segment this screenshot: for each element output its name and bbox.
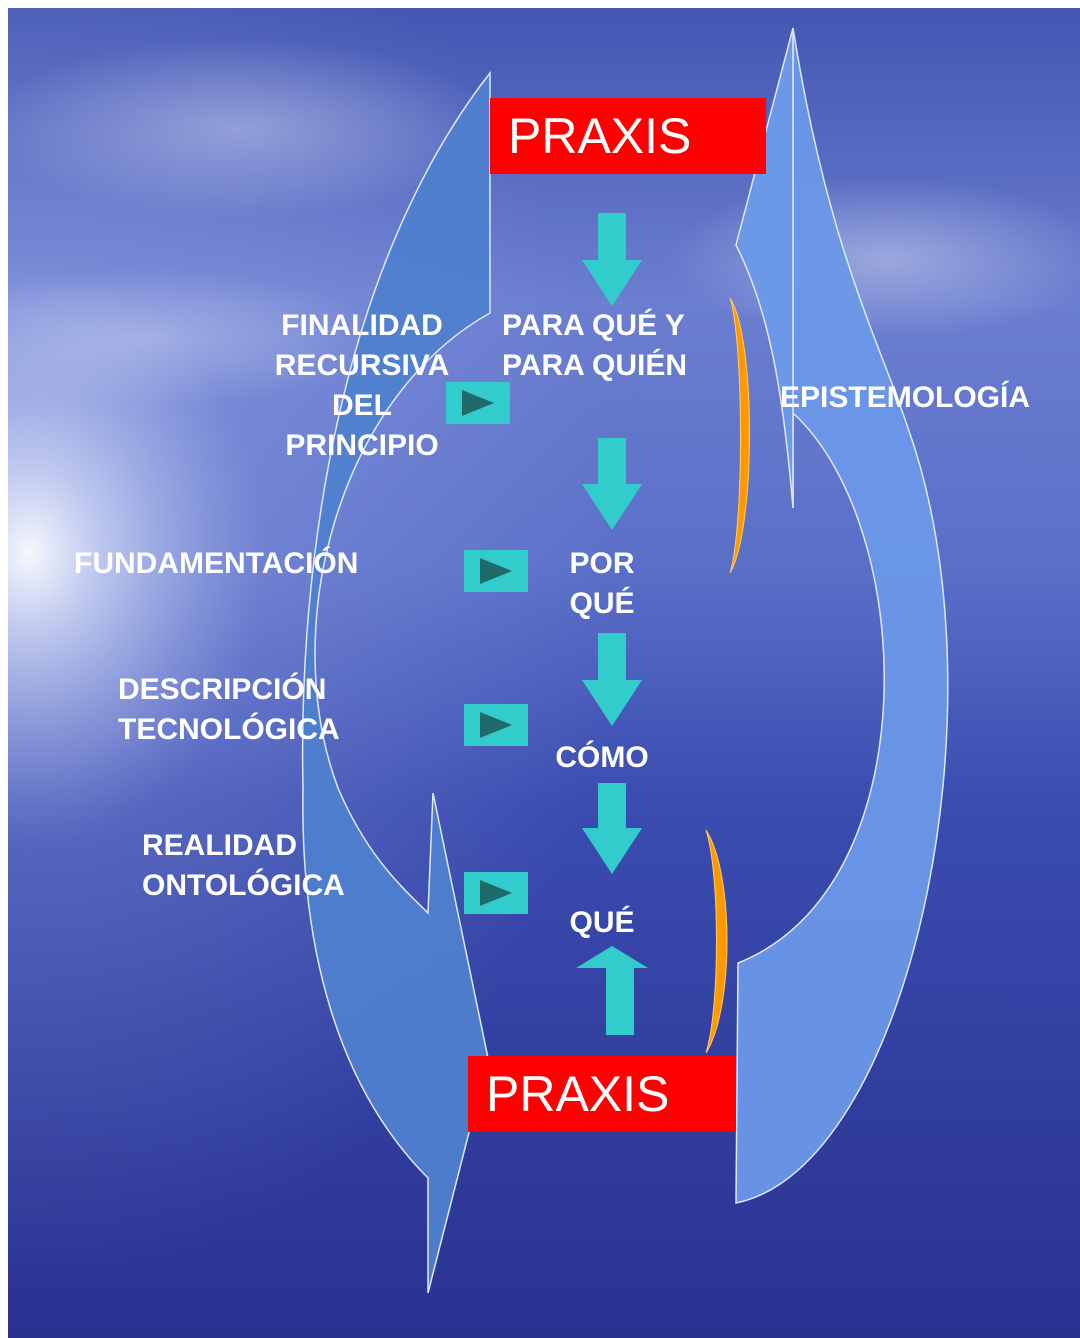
orange-bracket-bottom — [705, 829, 728, 1054]
down-arrow-4 — [582, 783, 642, 874]
right-curved-arrow — [735, 27, 949, 1204]
label-descripcion-line-1: DESCRIPCIÓN — [118, 673, 327, 706]
up-arrow — [576, 946, 648, 1035]
tag-realidad — [464, 872, 528, 914]
praxis-top-label: PRAXIS — [508, 108, 692, 164]
step-por-que-line-2: QUÉ — [569, 587, 635, 620]
tag-finalidad — [446, 382, 510, 424]
label-descripcion-line-2: TECNOLÓGICA — [118, 713, 340, 746]
step-como: CÓMO — [555, 741, 649, 774]
label-finalidad-line-2: RECURSIVA — [274, 349, 450, 382]
play-triangle-icon — [462, 390, 494, 416]
praxis-top-box: PRAXIS — [490, 98, 766, 174]
label-descripcion-tecnologica: DESCRIPCIÓN TECNOLÓGICA — [118, 670, 378, 750]
step-por-que: POR QUÉ — [548, 544, 656, 624]
step-para-que-line-2: PARA QUIÉN — [502, 349, 688, 382]
label-finalidad-recursiva: FINALIDAD RECURSIVA DEL PRINCIPIO — [253, 306, 471, 466]
right-arrow-head — [735, 27, 794, 509]
label-fundamentacion: FUNDAMENTACIÓN — [74, 547, 359, 580]
play-triangle-icon — [480, 712, 512, 738]
down-arrow-3 — [582, 633, 642, 726]
praxis-bottom-label: PRAXIS — [486, 1066, 670, 1122]
down-arrow-1 — [582, 213, 642, 306]
step-por-que-line-1: POR — [569, 547, 635, 580]
step-para-que-line-1: PARA QUÉ Y — [502, 309, 685, 342]
tag-descripcion — [464, 704, 528, 746]
play-triangle-icon — [480, 558, 512, 584]
label-realidad-line-2: ONTOLÓGICA — [142, 869, 345, 902]
left-curved-arrow — [301, 70, 491, 1294]
down-arrow-2 — [582, 438, 642, 530]
label-finalidad-line-3: DEL — [332, 389, 392, 422]
label-finalidad-line-4: PRINCIPIO — [285, 429, 439, 462]
label-finalidad-line-1: FINALIDAD — [281, 309, 443, 342]
orange-bracket-top — [729, 297, 750, 574]
tag-fundamentacion — [464, 550, 528, 592]
step-que: QUÉ — [569, 906, 635, 939]
play-triangle-icon — [480, 880, 512, 906]
label-epistemologia: EPISTEMOLOGÍA — [780, 381, 1031, 414]
diagram-canvas: PRAXIS PRAXIS PARA QUÉ Y PARA QUIÉN POR … — [8, 8, 1080, 1338]
label-realidad-line-1: REALIDAD — [142, 829, 297, 862]
praxis-bottom-box: PRAXIS — [468, 1056, 736, 1132]
step-para-que: PARA QUÉ Y PARA QUIÉN — [502, 306, 730, 386]
label-realidad-ontologica: REALIDAD ONTOLÓGICA — [142, 826, 392, 906]
